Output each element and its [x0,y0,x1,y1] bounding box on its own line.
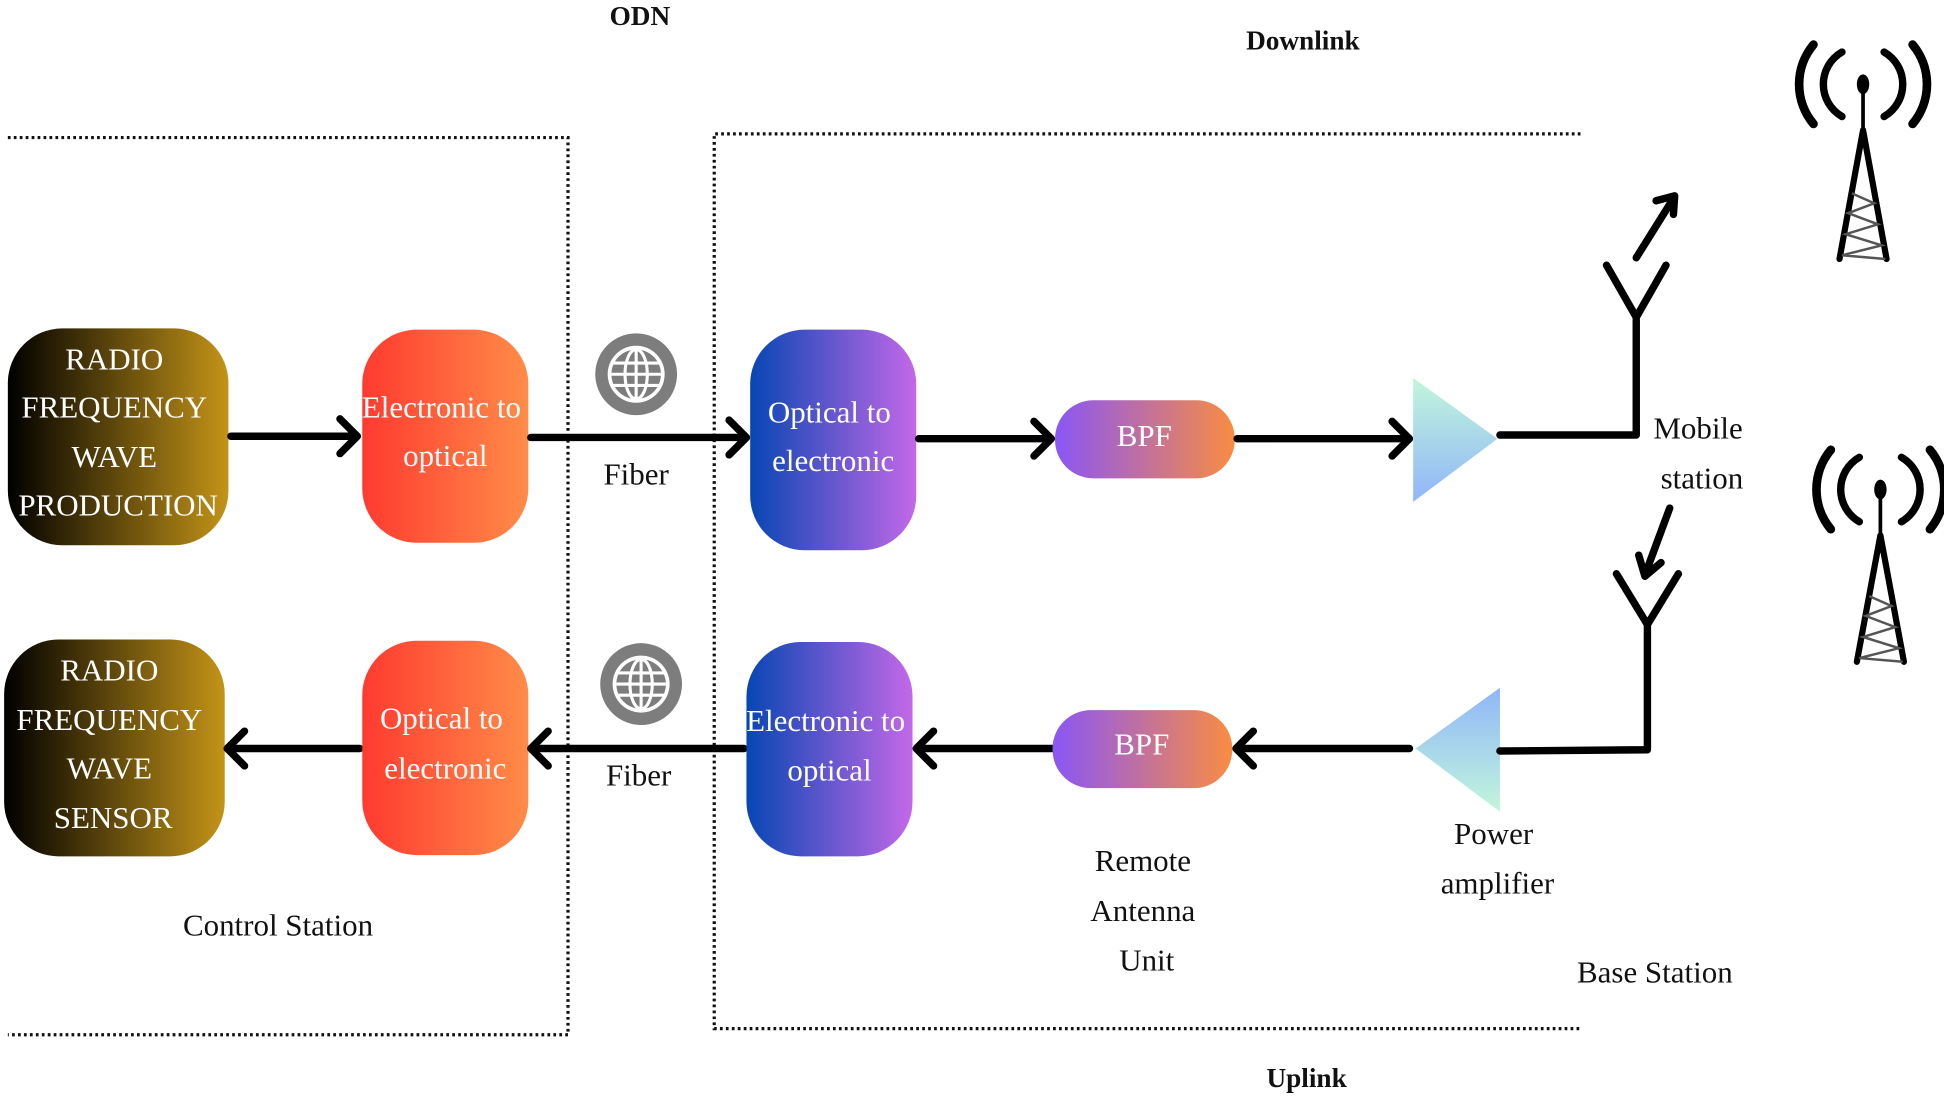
rf-source-line: PRODUCTION [18,488,218,523]
rf-source-line: RADIO [65,341,163,376]
o2e-label-line: electronic [772,443,894,478]
bpf-box-uplink[interactable]: BPF [1052,710,1233,789]
o2e-label-line: electronic [384,750,506,785]
wire-amplifier-to-antenna [1496,316,1640,439]
antenna-icon [1612,570,1683,629]
e2o-label-line: optical [787,753,871,788]
power-amplifier-label: Power [1454,816,1534,851]
base-station-label: Base Station [1577,955,1733,990]
radio-tower-icon [1794,40,1932,263]
receive-arrow-icon [1635,504,1674,580]
o2e-label-line: Optical to [380,701,503,736]
arrowhead-left-icon [912,727,938,770]
uplink-header: Uplink [1266,1063,1347,1093]
control-station-label: Control Station [183,908,374,943]
svg-text:Optical to electronic: Optical to electronic [380,701,511,786]
svg-text:Remote Antenna Unit: Remote Antenna Unit [1090,843,1203,977]
amplifier-triangle-icon [1415,687,1500,812]
antenna-icon [1602,261,1670,321]
arrowhead-left-icon [527,727,552,770]
rf-sensor-line: RADIO [60,652,158,687]
e2o-label-line: optical [403,438,487,473]
fiber-label-uplink: Fiber [606,758,672,793]
optical-to-electronic-box-downlink[interactable]: Optical to electronic [750,329,917,551]
amplifier-triangle-icon [1413,377,1498,502]
odn-header: ODN [610,1,671,31]
arrowhead-right-icon [1030,417,1056,460]
svg-text:RADIO FREQUENCY WA: RADIO FREQUENCY WAVE PRODUCTION [18,341,218,522]
remote-antenna-unit-label: Antenna [1090,893,1195,928]
power-amplifier-label: amplifier [1441,866,1555,901]
rf-source-box[interactable]: RADIO FREQUENCY WAVE PRODUCTION [7,328,229,546]
bpf-label-downlink: BPF [1117,418,1172,453]
bpf-label-uplink: BPF [1114,727,1169,762]
remote-antenna-unit-label: Unit [1119,942,1174,977]
arrowhead-right-icon [1388,417,1414,460]
o2e-label-line: Optical to [768,395,891,430]
radio-tower-icon [1812,445,1944,665]
electronic-to-optical-box-uplink[interactable]: Electronic to optical [746,641,913,857]
arrowhead-left-icon [223,727,249,770]
rf-sensor-line: SENSOR [54,800,173,835]
globe-icon [595,333,678,416]
rf-sensor-line: FREQUENCY [16,702,202,737]
e2o-label-line: Electronic to [362,390,521,425]
mobile-station-label: Mobile [1653,411,1742,446]
arrowhead-left-icon [1232,727,1258,770]
svg-text:Electronic to optical: Electronic to optical [362,390,529,473]
rf-source-line: FREQUENCY [21,390,207,425]
svg-text:Power amplifier: Power amplifier [1441,816,1555,901]
control-station-boundary [7,135,570,1037]
globe-icon [600,643,683,725]
mobile-station-label: station [1661,460,1744,495]
bpf-box-downlink[interactable]: BPF [1055,400,1235,479]
svg-text:RADIO FREQUENCY WA: RADIO FREQUENCY WAVE SENSOR [16,652,210,834]
rf-source-line: WAVE [72,439,157,474]
arrowhead-right-icon [336,415,362,458]
svg-text:Electronic to optical: Electronic to optical [746,703,913,788]
rf-sensor-line: WAVE [67,750,152,785]
electronic-to-optical-box-downlink[interactable]: Electronic to optical [362,329,529,543]
downlink-header: Downlink [1246,26,1360,56]
svg-text:Mobile station: Mobile station [1653,411,1750,496]
transmit-arrow-icon [1632,192,1679,262]
remote-antenna-unit-label: Remote [1095,843,1191,878]
arrowhead-right-icon [725,416,751,459]
optical-to-electronic-box-uplink[interactable]: Optical to electronic [362,640,529,856]
fiber-label-downlink: Fiber [603,457,669,492]
e2o-label-line: Electronic to [746,703,905,738]
wire-antenna-to-amplifier [1496,622,1652,755]
svg-text:Optical to electronic: Optical to electronic [768,395,899,478]
rf-sensor-box[interactable]: RADIO FREQUENCY WAVE SENSOR [4,639,225,857]
